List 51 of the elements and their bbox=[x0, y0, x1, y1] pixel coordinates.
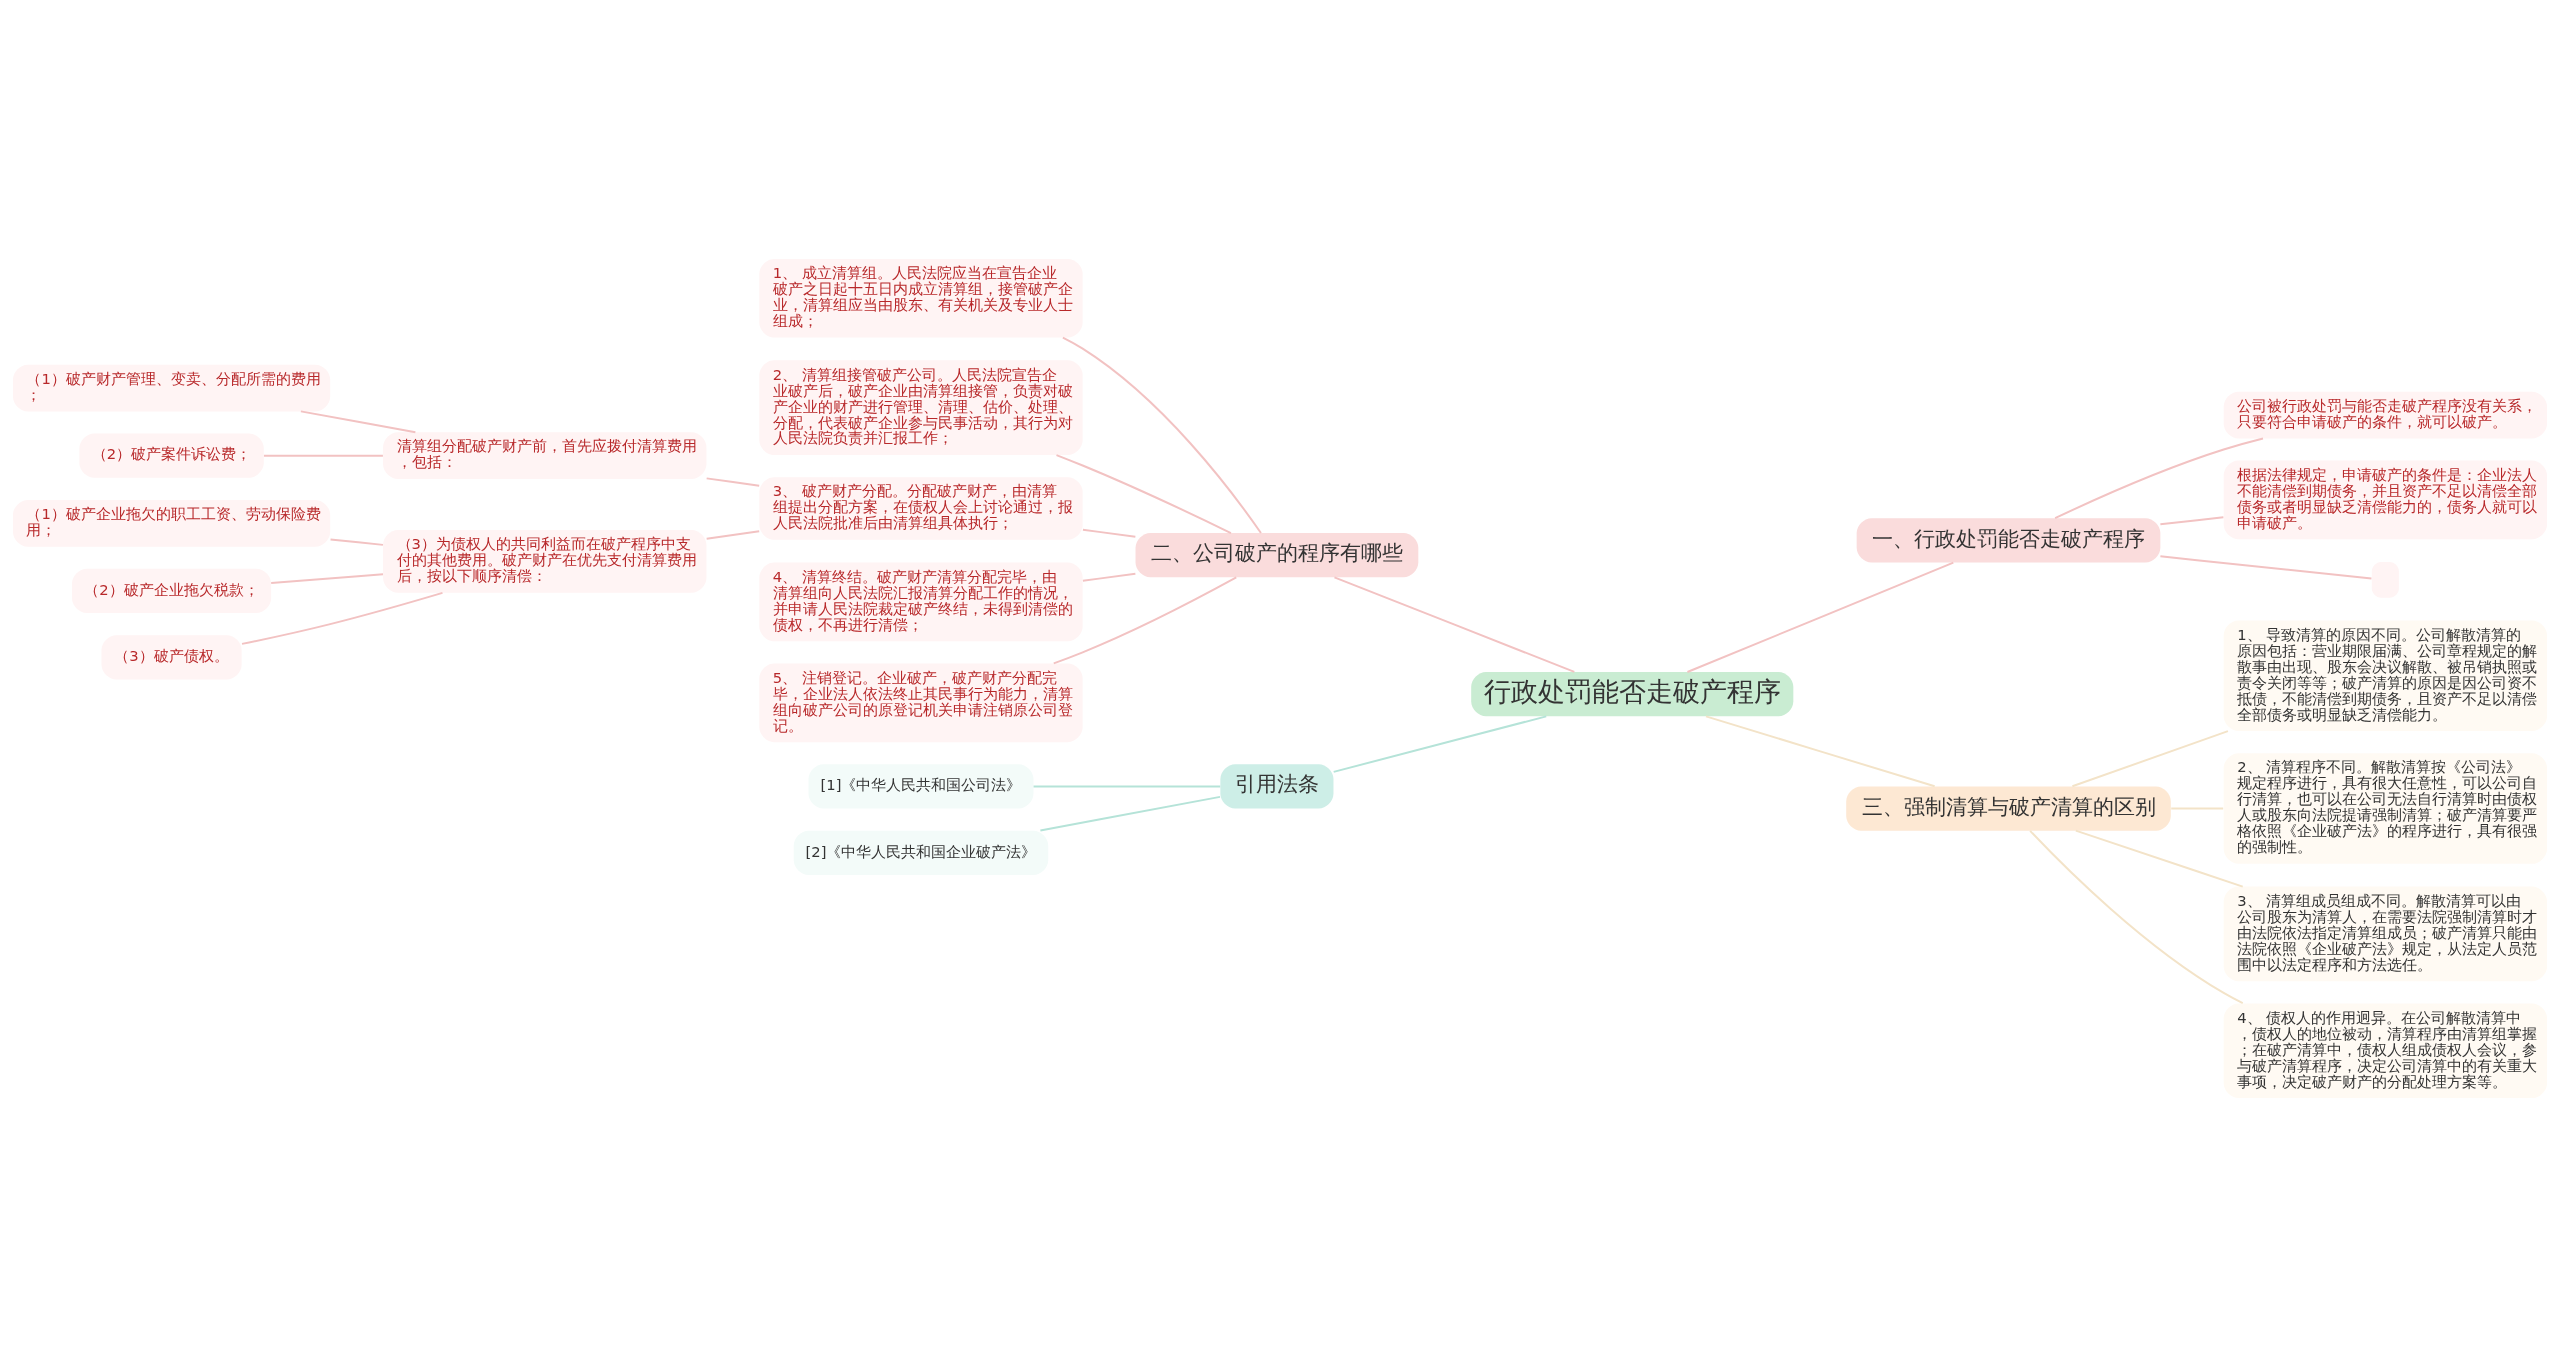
node-box: 三、强制清算与破产清算的区别 bbox=[1846, 785, 2171, 831]
node-box bbox=[2371, 561, 2399, 598]
connector bbox=[2159, 515, 2225, 525]
connector bbox=[1081, 528, 1137, 538]
connector bbox=[2071, 729, 2229, 787]
connector bbox=[2170, 807, 2225, 809]
connector bbox=[262, 454, 384, 457]
connector bbox=[1032, 784, 1222, 787]
node-box: 二、公司破产的程序有哪些 bbox=[1135, 532, 1419, 577]
node-box: 2、 清算组接管破产公司。人民法院宣告企业破产后，破产企业由清算组接管，负责对破产企业的财产进行管理、清理、估价、处理、分配，代表破产企业参与民事活动，其行为对人民法院负责并汇报工作； bbox=[759, 359, 1083, 455]
connector bbox=[1081, 572, 1137, 582]
node-box: 1、 导致清算的原因不同。公司解散清算的原因包括：营业期限届满、公司章程规定的解散事由出现、股东会决议解散、被吊销执照或责令关闭等等；破产清算的原因是因公司资不抵债，不能清偿到期债务，且资产不足以清偿全部债务或明显缺乏清偿能力。 bbox=[2223, 619, 2548, 731]
connector bbox=[1333, 575, 1576, 673]
node-box: 清算组分配破产财产前，首先应拨付清算费用，包括： bbox=[383, 431, 707, 479]
connector bbox=[2074, 829, 2244, 888]
connector bbox=[1686, 561, 1955, 673]
node-box: [1]《中华人民共和国公司法》 bbox=[808, 763, 1034, 808]
connector bbox=[1039, 795, 1221, 832]
node-box: 公司被行政处罚与能否走破产程序没有关系，只要符合申请破产的条件，就可以破产。 bbox=[2223, 391, 2548, 438]
node-box: 引用法条 bbox=[1220, 763, 1334, 808]
node-box: 4、 清算终结。破产财产清算分配完毕，由清算组向人民法院汇报清算分配工作的情况，并申请人民法院裁定破产终结，未得到清偿的债权，不再进行清偿； bbox=[759, 562, 1083, 641]
connector bbox=[329, 538, 384, 546]
node-box: （1）破产企业拖欠的职工工资、劳动保险费用； bbox=[12, 499, 331, 547]
node-box: （3）为债权人的共同利益而在破产程序中支付的其他费用。破产财产在优先支付清算费用后，按以下顺序清偿： bbox=[383, 529, 707, 593]
node-box: 3、 破产财产分配。分配破产财产，由清算组提出分配方案，在债权人会上讨论通过，报人民法院批准后由清算组具体执行； bbox=[759, 476, 1083, 540]
connector bbox=[705, 529, 761, 540]
node-box: 一、行政处罚能否走破产程序 bbox=[1856, 517, 2161, 563]
connector bbox=[299, 409, 417, 433]
node-box: （2）破产案件诉讼费； bbox=[79, 433, 264, 478]
connector bbox=[1332, 714, 1548, 773]
connector bbox=[1055, 453, 1232, 534]
node-box: 行政处罚能否走破产程序 bbox=[1471, 671, 1794, 716]
node-box: 根据法律规定，申请破产的条件是：企业法人不能清偿到期债务，并且资产不足以清偿全部债务或者明显缺乏清偿能力的，债务人就可以申请破产。 bbox=[2223, 460, 2548, 539]
node-box: （1）破产财产管理、变卖、分配所需的费用； bbox=[12, 364, 331, 411]
connector bbox=[1052, 575, 1238, 664]
node-box: （3）破产债权。 bbox=[101, 634, 242, 679]
node-box: 1、 成立清算组。人民法院应当在宣告企业破产之日起十五日内成立清算组，接管破产企业，清算组应当由股东、有关机关及专业人士组成； bbox=[759, 258, 1083, 338]
connector bbox=[2159, 554, 2373, 579]
node-box: 5、 注销登记。企业破产，破产财产分配完毕，企业法人依法终止其民事行为能力，清算组向破产公司的原登记机关申请注销原公司登记。 bbox=[759, 662, 1083, 742]
connector bbox=[241, 591, 444, 645]
node-box: 4、 债权人的作用迥异。在公司解散清算中，债权人的地位被动，清算程序由清算组掌握；在破产清算中，债权人组成债权人会议，参与破产清算程序，决定公司清算中的有关重大事项，决定破产财产的分配处理方案等。 bbox=[2223, 1002, 2548, 1098]
connector bbox=[2054, 437, 2264, 519]
connector bbox=[1705, 714, 1936, 787]
node-box: 3、 清算组成员组成不同。解散清算可以由公司股东为清算人，在需要法院强制清算时才由法院依法指定清算组成员；破产清算只能由法院依照《企业破产法》规定，从法定人员范围中以法定程序和方法选任。 bbox=[2223, 886, 2548, 981]
connector bbox=[270, 572, 384, 584]
connector bbox=[1061, 336, 1262, 534]
node-box: 2、 清算程序不同。解散清算按《公司法》规定程序进行，具有很大任意性，可以公司自行清算，也可以在公司无法自行清算时由债权人或股东向法院提请强制清算；破产清算要严格依照《企业破产法》的程序进行，具有很强的强制性。 bbox=[2223, 752, 2548, 864]
connector bbox=[705, 476, 761, 487]
node-box: （2）破产企业拖欠税款； bbox=[71, 568, 272, 613]
connector bbox=[2029, 829, 2244, 1004]
node-box: [2]《中华人民共和国企业破产法》 bbox=[793, 830, 1049, 875]
